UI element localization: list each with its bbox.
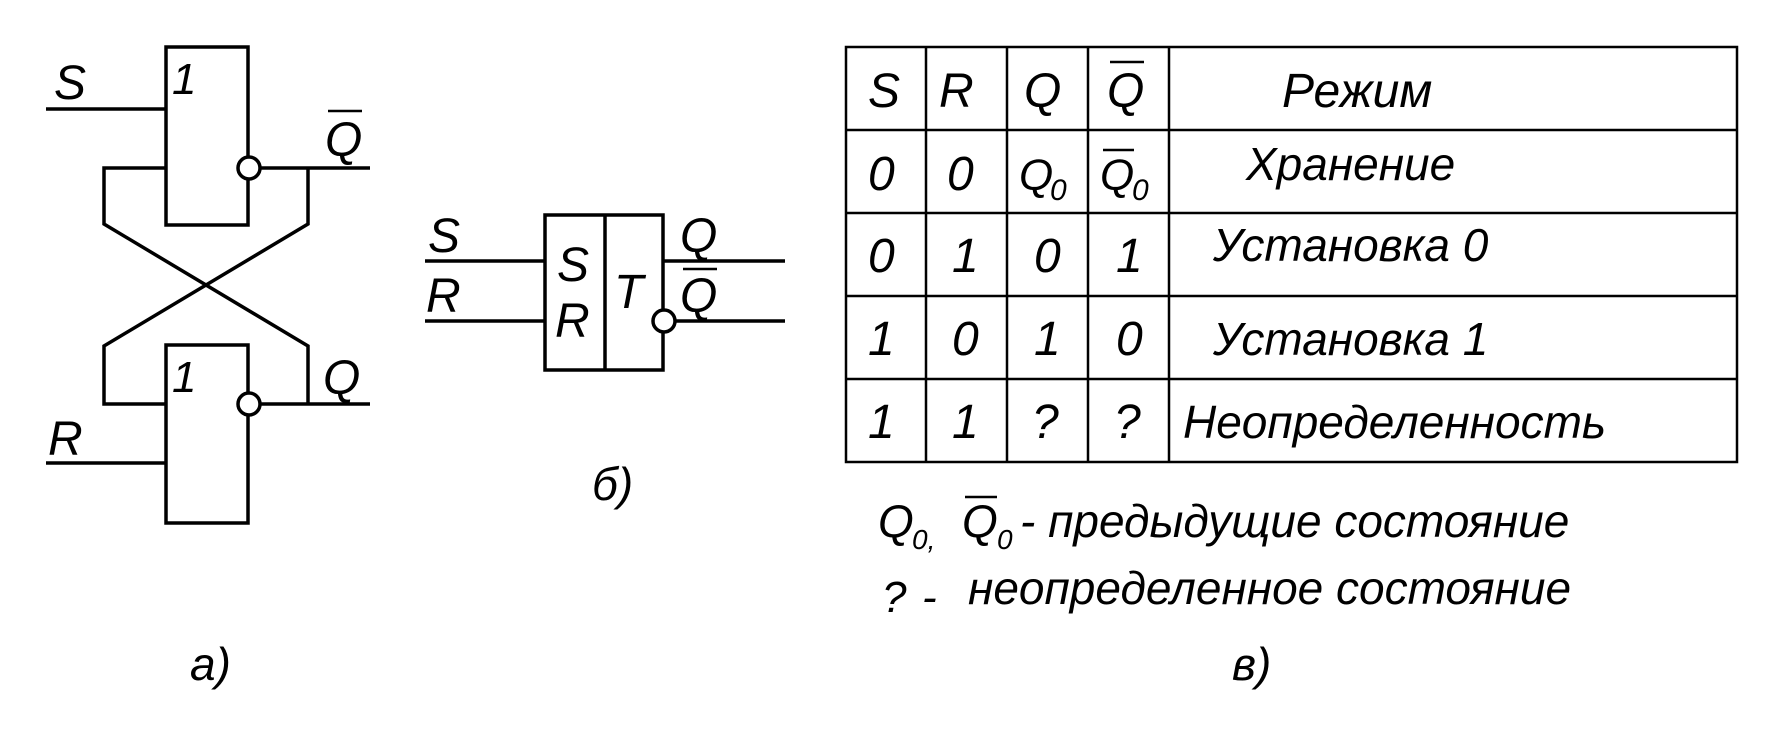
cell-qbar: Q [1100, 151, 1134, 200]
output-qbar-label-b: Q [680, 270, 717, 323]
cell-s: 1 [868, 313, 895, 366]
feedback-wire-1 [102, 166, 310, 404]
legend-line2-text: неопределенное состояние [968, 562, 1571, 614]
legend-qbar: Q [962, 495, 998, 547]
cell-q-subscript: 0 [1050, 174, 1067, 207]
input-s-label: S [54, 57, 86, 110]
legend-dash: - [922, 573, 937, 622]
legend-q-subscript: 0, [912, 524, 935, 555]
output-q-label: Q [323, 352, 360, 405]
header-qbar: Q [1107, 65, 1144, 118]
caption-a: а) [190, 638, 231, 690]
input-r-label-b: R [426, 270, 461, 323]
cell-q: ? [1032, 396, 1059, 449]
gate-bottom-label: 1 [172, 353, 196, 402]
input-r-label: R [48, 413, 83, 466]
inversion-bubble-bottom [236, 391, 262, 417]
inversion-bubble-b [651, 308, 677, 334]
cell-mode: Установка 1 [1212, 313, 1488, 365]
caption-c: в) [1232, 638, 1271, 690]
table-row: 0 0 Q 0 Q 0 Хранение [868, 138, 1455, 207]
legend-question-symbol: ? [882, 573, 907, 622]
cell-q: 1 [1034, 313, 1061, 366]
gate-top-label: 1 [172, 55, 196, 104]
cell-qbar-subscript: 0 [1132, 174, 1149, 207]
cell-r: 1 [952, 396, 979, 449]
table-row: 1 0 1 0 Установка 1 [868, 313, 1488, 366]
table-border [844, 45, 1739, 464]
diagram-b: S R S R T Q Q б) [425, 210, 785, 510]
inversion-bubble-top [236, 155, 262, 181]
legend-qbar-subscript: 0 [997, 524, 1013, 555]
box-t-label: T [614, 266, 647, 319]
output-qbar-label: Q [325, 114, 362, 167]
cell-s: 0 [868, 230, 895, 283]
nor-gate-top [164, 45, 250, 227]
header-s: S [868, 65, 900, 118]
legend-q: Q [878, 495, 914, 547]
table-row: 0 1 0 1 Установка 0 [868, 219, 1489, 283]
cell-s: 0 [868, 148, 895, 201]
cell-mode: Неопределенность [1183, 396, 1606, 448]
cell-s: 1 [868, 396, 895, 449]
cell-qbar: 0 [1116, 313, 1143, 366]
header-r: R [939, 65, 974, 118]
cell-r: 0 [952, 313, 979, 366]
diagram-a: 1 1 S R Q Q а) [46, 45, 370, 690]
input-s-label-b: S [428, 210, 460, 263]
cell-q: Q [1019, 151, 1053, 200]
nor-gate-bottom [164, 343, 250, 525]
legend-line1-text: - предыдущие состояние [1020, 495, 1569, 547]
cell-qbar: ? [1114, 396, 1141, 449]
cell-mode: Хранение [1245, 138, 1455, 190]
cell-mode: Установка 0 [1212, 219, 1489, 271]
box-r-label: R [555, 295, 590, 348]
table-row: 1 1 ? ? Неопределенность [868, 396, 1606, 449]
caption-b: б) [592, 458, 633, 510]
header-mode: Режим [1282, 65, 1432, 118]
legend: Q 0, Q 0 - предыдущие состояние ? - неоп… [878, 495, 1571, 622]
cell-qbar: 1 [1116, 230, 1143, 283]
cell-r: 1 [952, 230, 979, 283]
truth-table: S R Q Q Режим 0 0 Q 0 Q 0 Хранение 0 1 0… [844, 45, 1739, 464]
cell-q: 0 [1034, 230, 1061, 283]
feedback-wire-2 [102, 168, 310, 406]
table-header-row: S R Q Q Режим [868, 60, 1432, 118]
cell-r: 0 [947, 148, 974, 201]
box-s-label: S [557, 239, 589, 292]
header-q: Q [1024, 65, 1061, 118]
output-q-label-b: Q [680, 210, 717, 263]
